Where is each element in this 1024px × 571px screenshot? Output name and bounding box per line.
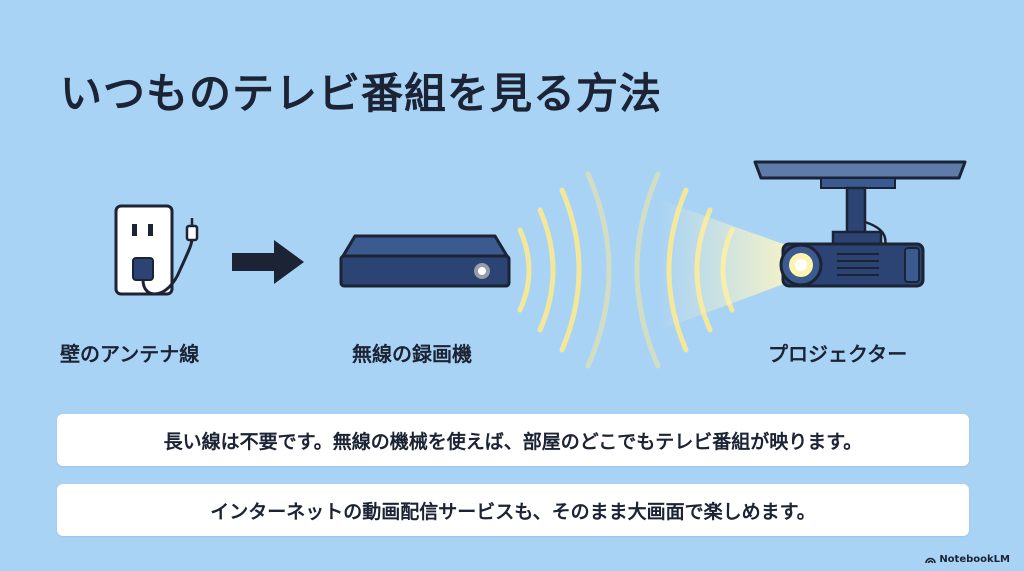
- note-text-wireless: 長い線は不要です。無線の機械を使えば、部屋のどこでもテレビ番組が映ります。: [163, 430, 863, 453]
- projector-icon: [753, 160, 967, 288]
- note-box-wireless: 長い線は不要です。無線の機械を使えば、部屋のどこでもテレビ番組が映ります。: [57, 414, 969, 466]
- label-outlet: 壁のアンテナ線: [60, 342, 200, 366]
- note-box-streaming: インターネットの動画配信サービスも、そのまま大画面で楽しめます。: [57, 484, 969, 536]
- label-projector: プロジェクター: [768, 342, 908, 366]
- label-recorder: 無線の録画機: [352, 342, 472, 366]
- brand-text: NotebookLM: [939, 554, 1010, 565]
- recorder-device-icon: [339, 234, 511, 288]
- brand-watermark: NotebookLM: [925, 554, 1010, 565]
- page-title: いつものテレビ番組を見る方法: [60, 69, 663, 118]
- wall-outlet-icon: [114, 204, 199, 296]
- arrow-right-icon: [232, 240, 304, 284]
- notebooklm-logo-icon: [925, 557, 937, 564]
- note-text-streaming: インターネットの動画配信サービスも、そのまま大画面で楽しめます。: [210, 500, 816, 523]
- projector-beam: [660, 200, 800, 330]
